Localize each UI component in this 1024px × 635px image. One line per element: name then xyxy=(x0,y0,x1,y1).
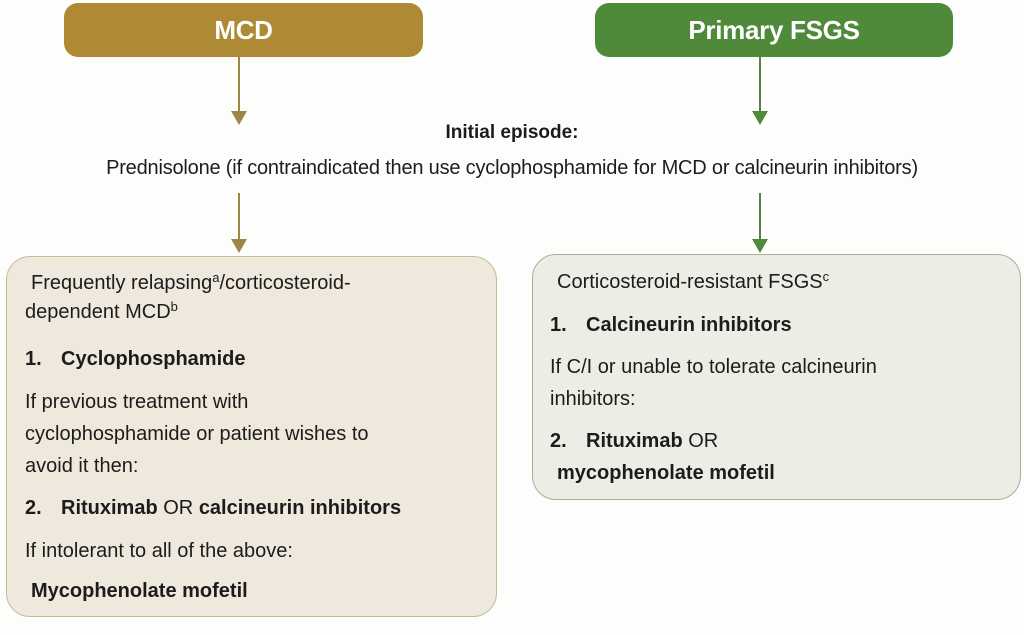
or-text: OR xyxy=(163,497,194,519)
fsgs-step-2: 2. Rituximab OR xyxy=(550,431,718,451)
heading-text: dependent MCD xyxy=(25,301,171,323)
fsgs-step-1: 1. Calcineurin inhibitors xyxy=(550,315,792,335)
fsgs-condition-1: inhibitors: xyxy=(550,388,636,410)
arrow-shaft xyxy=(759,193,761,241)
initial-episode-title: Initial episode: xyxy=(445,122,579,143)
step-number: 2. xyxy=(25,497,42,519)
arrow-shaft xyxy=(238,193,240,241)
mcd-step-1: 1. Cyclophosphamide xyxy=(25,349,245,369)
step-number: 2. xyxy=(550,430,567,452)
mcd-header: MCD xyxy=(64,3,423,57)
step-number: 1. xyxy=(550,314,567,336)
mcd-condition-1: cyclophosphamide or patient wishes to xyxy=(25,423,369,445)
arrow-head xyxy=(231,239,247,253)
footnote-c: c xyxy=(822,269,830,284)
step-option: Rituximab xyxy=(61,497,158,519)
fsgs-condition-1: If C/I or unable to tolerate calcineurin xyxy=(550,356,877,378)
mcd-box-heading: Frequently relapsinga/corticosteroid- xyxy=(31,270,351,294)
mcd-header-label: MCD xyxy=(214,14,273,45)
arrow-down-icon xyxy=(231,193,247,255)
fsgs-step-2-option: mycophenolate mofetil xyxy=(557,462,775,484)
primary-fsgs-header: Primary FSGS xyxy=(595,3,953,57)
heading-text: Corticosteroid-resistant FSGS xyxy=(557,271,823,293)
mcd-step-2: 2. Rituximab OR calcineurin inhibitors xyxy=(25,498,401,518)
footnote-a: a xyxy=(212,270,220,285)
mcd-box-heading-line2: dependent MCDb xyxy=(25,299,178,323)
arrow-head xyxy=(752,239,768,253)
mcd-condition-2: If intolerant to all of the above: xyxy=(25,540,293,562)
arrow-shaft xyxy=(759,57,761,113)
fsgs-treatment-box: Corticosteroid-resistant FSGSc 1. Calcine… xyxy=(532,254,1021,500)
step-option: Rituximab xyxy=(586,430,683,452)
footnote-b: b xyxy=(170,299,178,314)
step-label: Calcineurin inhibitors xyxy=(586,314,792,336)
fsgs-box-heading: Corticosteroid-resistant FSGSc xyxy=(557,269,830,293)
primary-fsgs-header-label: Primary FSGS xyxy=(688,14,860,45)
step-option: calcineurin inhibitors xyxy=(198,497,402,519)
arrow-down-icon xyxy=(231,57,247,127)
mcd-treatment-box: Frequently relapsinga/corticosteroid- de… xyxy=(6,256,497,617)
arrow-down-icon xyxy=(752,57,768,127)
arrow-down-icon xyxy=(752,193,768,255)
arrow-shaft xyxy=(238,57,240,113)
initial-episode-text: Prednisolone (if contraindicated then us… xyxy=(106,157,918,179)
heading-text: Frequently relapsing xyxy=(31,272,213,294)
or-text: OR xyxy=(688,430,719,452)
arrow-head xyxy=(231,111,247,125)
arrow-head xyxy=(752,111,768,125)
mcd-condition-1: If previous treatment with xyxy=(25,391,249,413)
mcd-step-3: Mycophenolate mofetil xyxy=(31,580,248,602)
step-label: Cyclophosphamide xyxy=(61,348,246,370)
step-number: 1. xyxy=(25,348,42,370)
mcd-condition-1: avoid it then: xyxy=(25,455,139,477)
heading-text: /corticosteroid- xyxy=(219,272,351,294)
